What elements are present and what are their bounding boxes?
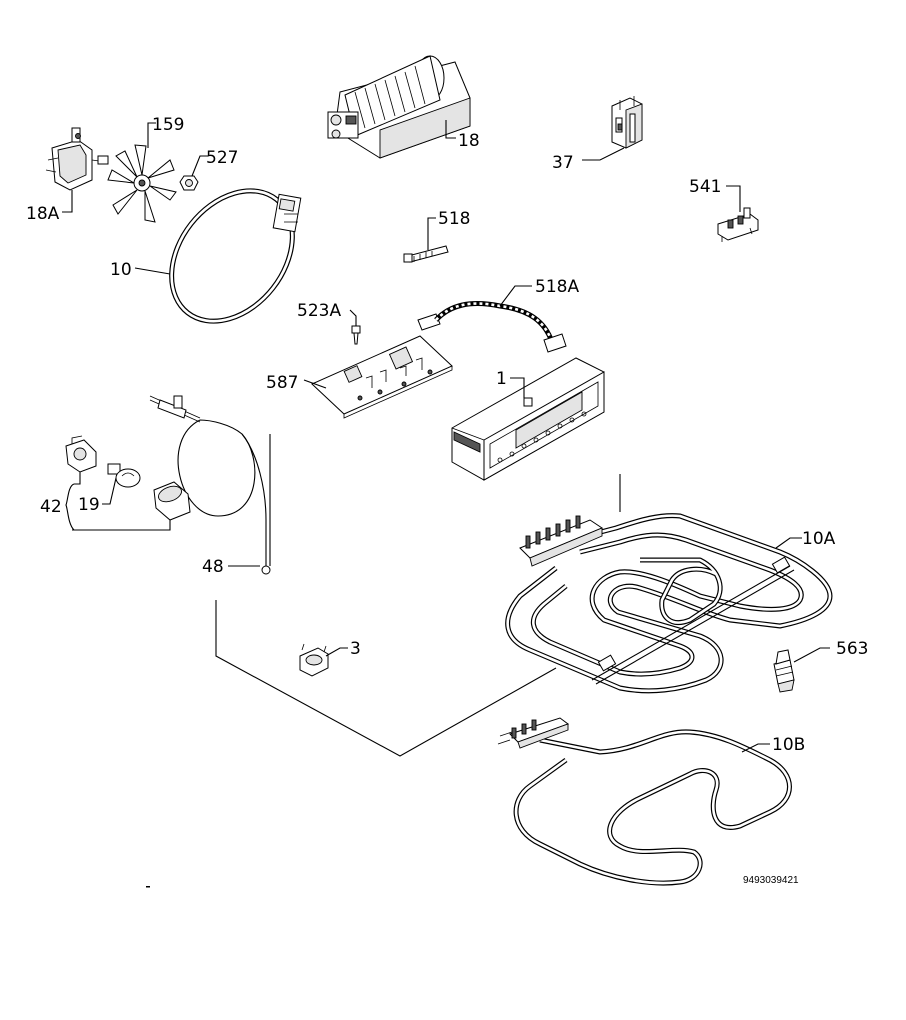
label-527: 527: [206, 148, 238, 168]
part-10-ring-element: [169, 188, 302, 324]
part-10a-grill-element: [505, 513, 833, 694]
part-518-cable-tie: [403, 245, 449, 263]
part-48-temperature-sensor: [149, 395, 271, 575]
part-37-switch: [611, 96, 643, 149]
label-541: 541: [689, 177, 721, 197]
brace-42: [65, 483, 75, 531]
label-159: 159: [152, 115, 184, 135]
label-19: 19: [78, 495, 100, 515]
part-19-lamp-bulb: [107, 463, 141, 488]
part-10b-bottom-element: [497, 717, 792, 886]
label-518: 518: [438, 209, 470, 229]
leader-518a: [499, 285, 532, 307]
label-10b: 10B: [772, 735, 805, 755]
label-1: 1: [496, 369, 507, 389]
part-42-lamp-cover: [153, 481, 191, 521]
leader-587: [303, 379, 327, 389]
assembly-connection-line: [215, 600, 557, 757]
leader-1: [510, 377, 525, 398]
leader-37: [582, 147, 625, 161]
leader-159: [147, 122, 156, 148]
label-563: 563: [836, 639, 868, 659]
part-563-connector: [773, 649, 795, 693]
label-3: 3: [350, 639, 361, 659]
part-1-control-panel: [451, 357, 605, 481]
label-523a: 523A: [297, 301, 341, 321]
document-number: 9493039421: [743, 875, 799, 886]
leader-19: [102, 477, 117, 505]
leader-18a: [62, 190, 73, 213]
leader-10b: [741, 743, 770, 753]
leader-42-top: [74, 472, 81, 485]
label-518a: 518A: [535, 277, 579, 297]
stray-mark: [146, 886, 150, 888]
leader-518: [427, 217, 436, 250]
part-587-circuit-board: [311, 335, 453, 419]
label-37: 37: [552, 153, 574, 173]
part-42-lamp-holder: [65, 435, 97, 473]
leader-3: [325, 647, 348, 657]
part-18-tangential-fan: [327, 55, 471, 159]
label-42: 42: [40, 497, 62, 517]
leader-10: [134, 267, 171, 275]
part-541-terminal-block: [717, 207, 759, 242]
leader-527: [191, 155, 208, 177]
leader-18: [445, 120, 456, 139]
leader-541: [726, 185, 741, 212]
part-527-nut: [179, 175, 199, 191]
leader-42-bottom: [72, 520, 171, 531]
label-10: 10: [110, 260, 132, 280]
part-18a-fan-motor: [45, 127, 109, 191]
label-18: 18: [458, 131, 480, 151]
leader-10a: [775, 537, 802, 549]
part-3-thermal-cutout: [299, 643, 329, 677]
label-587: 587: [266, 373, 298, 393]
label-10a: 10A: [802, 529, 836, 549]
part-159-fan-blade: [107, 144, 177, 223]
leader-523a: [349, 309, 357, 326]
label-48: 48: [202, 557, 224, 577]
label-18a: 18A: [26, 204, 60, 224]
part-523a-screw: [351, 325, 361, 345]
part-518a-flat-cable: [417, 301, 567, 353]
leader-563: [793, 647, 830, 663]
